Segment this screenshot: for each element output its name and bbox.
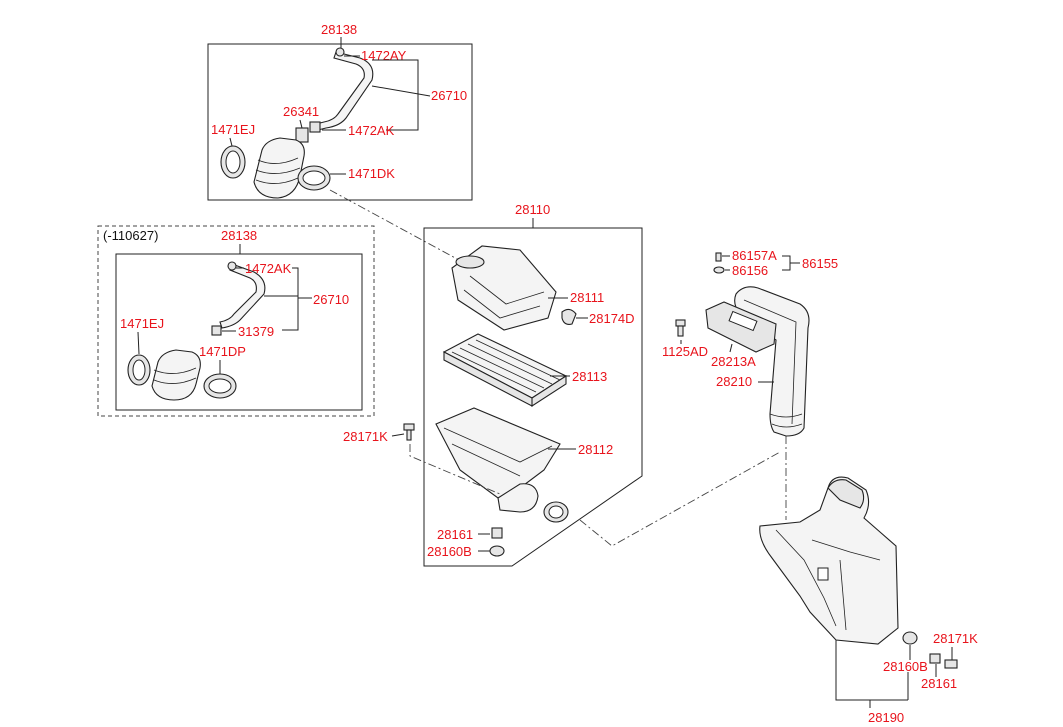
clip-28174d	[561, 308, 577, 325]
breather-hose-alt	[219, 263, 266, 329]
leader-line	[371, 85, 431, 97]
label-31379-alt: 31379	[238, 324, 274, 339]
bracket-28213a	[705, 301, 777, 353]
bolt-1125ad-head	[675, 319, 686, 327]
label-1471ej-alt: 1471EJ	[120, 316, 164, 331]
leader-line	[137, 331, 140, 355]
filter-frame	[443, 351, 567, 408]
label-86157a: 86157A	[732, 248, 777, 263]
nipple-26341-top	[295, 127, 309, 143]
clamp-inner	[208, 378, 232, 394]
bolt-28171k-center-shank	[406, 429, 412, 441]
alt-group-ref-label: 28138	[221, 228, 257, 243]
label-28113: 28113	[572, 369, 607, 384]
resonator-ribs	[775, 529, 881, 631]
body-outlet	[497, 483, 539, 513]
leader-line	[391, 433, 405, 437]
clamp-inner	[225, 150, 241, 174]
label-28161-center: 28161	[437, 527, 473, 542]
cleaner-body-28112	[435, 407, 561, 499]
grommet-28161-center	[491, 527, 503, 539]
intake-hose-top	[253, 137, 305, 199]
cover-inlet	[455, 255, 485, 269]
clip-1472ay-top	[335, 47, 345, 57]
intake-hose-alt	[151, 349, 201, 401]
clip-1472ak-top	[309, 121, 321, 133]
center-group-ref-label: 28110	[515, 202, 550, 217]
leader-bracket	[782, 255, 791, 271]
breather-hose-top	[315, 51, 374, 131]
label-28112: 28112	[578, 442, 613, 457]
bracket-slot	[728, 310, 758, 332]
leader-line	[229, 137, 233, 147]
hose-ribs-top	[255, 157, 301, 184]
clamp-inner	[302, 170, 326, 186]
cover-ribs	[463, 275, 545, 319]
label-1471dp-alt: 1471DP	[199, 344, 246, 359]
hose-ribs-alt	[153, 367, 197, 384]
label-28174d: 28174D	[589, 311, 635, 326]
bolt-1125ad-shank	[677, 325, 684, 337]
washer-86156	[713, 266, 725, 274]
bolt-28171k-right	[944, 659, 958, 669]
alt-group-frame	[115, 253, 363, 411]
label-28171k-center: 28171K	[343, 429, 388, 444]
leader-bracket	[372, 59, 419, 131]
connector-outlet-to-resonator	[579, 451, 781, 547]
leader-line	[299, 119, 303, 129]
label-1471dk-top: 1471DK	[348, 166, 395, 181]
grommet-28161-right	[929, 653, 941, 664]
filter-pleats	[451, 339, 561, 393]
mount-28160b-center	[489, 545, 505, 557]
label-26710-top: 26710	[431, 88, 467, 103]
leader-line	[729, 343, 733, 353]
leader-bracket	[282, 267, 299, 331]
label-86156: 86156	[732, 263, 768, 278]
center-group-frame	[423, 227, 643, 567]
leader-bracket	[835, 640, 908, 701]
resonator-28190	[759, 476, 899, 645]
clip-1472ak-alt	[227, 261, 237, 271]
label-26710-alt: 26710	[313, 292, 349, 307]
label-26341-top: 26341	[283, 104, 319, 119]
resonator-neck	[827, 479, 865, 509]
bolt-28171k-center-head	[403, 423, 415, 431]
label-1471ej-top: 1471EJ	[211, 122, 255, 137]
mount-28160b-right	[902, 631, 918, 645]
label-28160b-center: 28160B	[427, 544, 472, 559]
label-28210: 28210	[716, 374, 752, 389]
label-28190: 28190	[868, 710, 904, 725]
connector-hose-to-cover	[329, 189, 471, 267]
label-28171k-right: 28171K	[933, 631, 978, 646]
connector-bolt-to-body	[409, 444, 501, 495]
clip-86157a	[715, 252, 722, 262]
alt-group-dashed-frame	[97, 225, 375, 417]
label-1125ad: 1125AD	[662, 344, 708, 359]
label-28160b-right: 28160B	[883, 659, 928, 674]
clamp-inner	[548, 505, 564, 519]
alt-group-note: (-110627)	[103, 228, 158, 243]
duct-ribs	[743, 299, 803, 428]
label-28213a: 28213A	[711, 354, 756, 369]
label-1472ak-alt: 1472AK	[245, 261, 292, 276]
top-group-frame	[207, 43, 473, 201]
label-1472ak-top: 1472AK	[348, 123, 395, 138]
resonator-tab	[817, 567, 829, 581]
clamp-inner	[132, 359, 146, 381]
top-group-ref-label: 28138	[321, 22, 357, 37]
label-86155: 86155	[802, 256, 838, 271]
label-28161-right: 28161	[921, 676, 957, 691]
body-ribs	[443, 427, 553, 477]
clip-31379-alt	[211, 325, 222, 336]
label-1472ay-top: 1472AY	[361, 48, 407, 63]
label-28111: 28111	[570, 290, 604, 305]
